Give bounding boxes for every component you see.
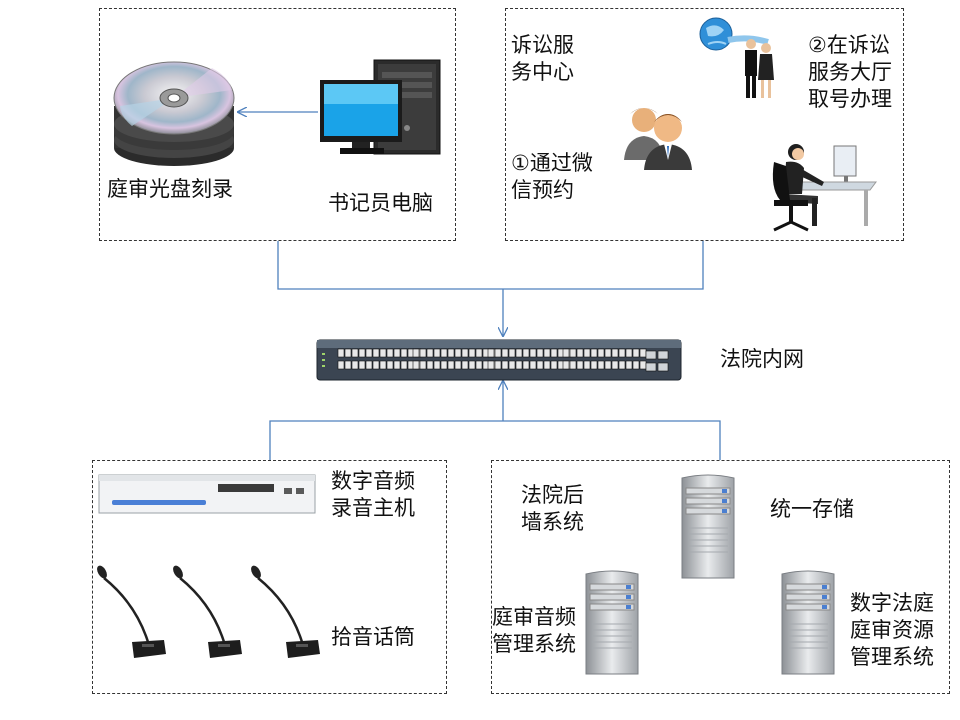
gooseneck-microphone-icon [173, 565, 242, 658]
bottom-connector [269, 420, 721, 460]
audio-recorder-host-label: 数字音频 录音主机 [331, 468, 415, 522]
pickup-microphone-label: 拾音话筒 [331, 625, 415, 649]
wechat-booking-label: ①通过微 信预约 [511, 150, 593, 204]
service-hall-line3: 取号办理 [808, 87, 892, 111]
service-hall-line2: 服务大厅 [808, 60, 892, 84]
clerk-computer-label: 书记员电脑 [328, 191, 433, 215]
business-people-globe-icon [699, 17, 774, 98]
audio-management-server-icon [585, 570, 639, 675]
wechat-booking-line2: 信预约 [511, 178, 574, 202]
digital-court-resource-line3: 管理系统 [850, 645, 934, 669]
unified-storage-label: 统一存储 [770, 497, 854, 521]
top-connector [277, 241, 704, 290]
users-icon [624, 108, 692, 170]
computer-icon [320, 59, 441, 155]
court-backwall-label: 法院后 墙系统 [521, 482, 584, 536]
service-hall-label: ②在诉讼 服务大厅 取号办理 [808, 32, 892, 113]
litigation-center-label: 诉讼服 务中心 [511, 32, 574, 86]
digital-court-resource-management-label: 数字法庭 庭审资源 管理系统 [850, 590, 934, 671]
network-switch-icon [316, 339, 682, 381]
audio-recorder-host-icon [98, 474, 316, 514]
digital-court-resource-line1: 数字法庭 [850, 591, 934, 615]
litigation-center-line1: 诉讼服 [511, 33, 574, 57]
court-audio-management-line2: 管理系统 [492, 632, 576, 656]
court-audio-management-label: 庭审音频 管理系统 [492, 604, 576, 658]
wechat-booking-line1: ①通过微 [511, 151, 593, 175]
litigation-service-group-box [505, 8, 904, 241]
resource-management-server-icon [781, 570, 835, 675]
gooseneck-microphone-icon [97, 565, 166, 658]
storage-server-icon [681, 474, 735, 579]
office-worker-desk-icon [772, 144, 877, 232]
court-audio-management-line1: 庭审音频 [492, 605, 576, 629]
court-backwall-line1: 法院后 [521, 483, 584, 507]
court-backwall-line2: 墙系统 [521, 510, 584, 534]
gooseneck-microphone-icon [251, 565, 320, 658]
disc-stack-icon [113, 61, 235, 166]
service-hall-line1: ②在诉讼 [808, 33, 890, 57]
disc-burning-label: 庭审光盘刻录 [107, 177, 233, 201]
court-intranet-label: 法院内网 [720, 347, 804, 371]
litigation-center-line2: 务中心 [511, 60, 574, 84]
digital-court-resource-line2: 庭审资源 [850, 618, 934, 642]
audio-recorder-host-line1: 数字音频 [331, 469, 415, 493]
audio-recorder-host-line2: 录音主机 [331, 496, 415, 520]
